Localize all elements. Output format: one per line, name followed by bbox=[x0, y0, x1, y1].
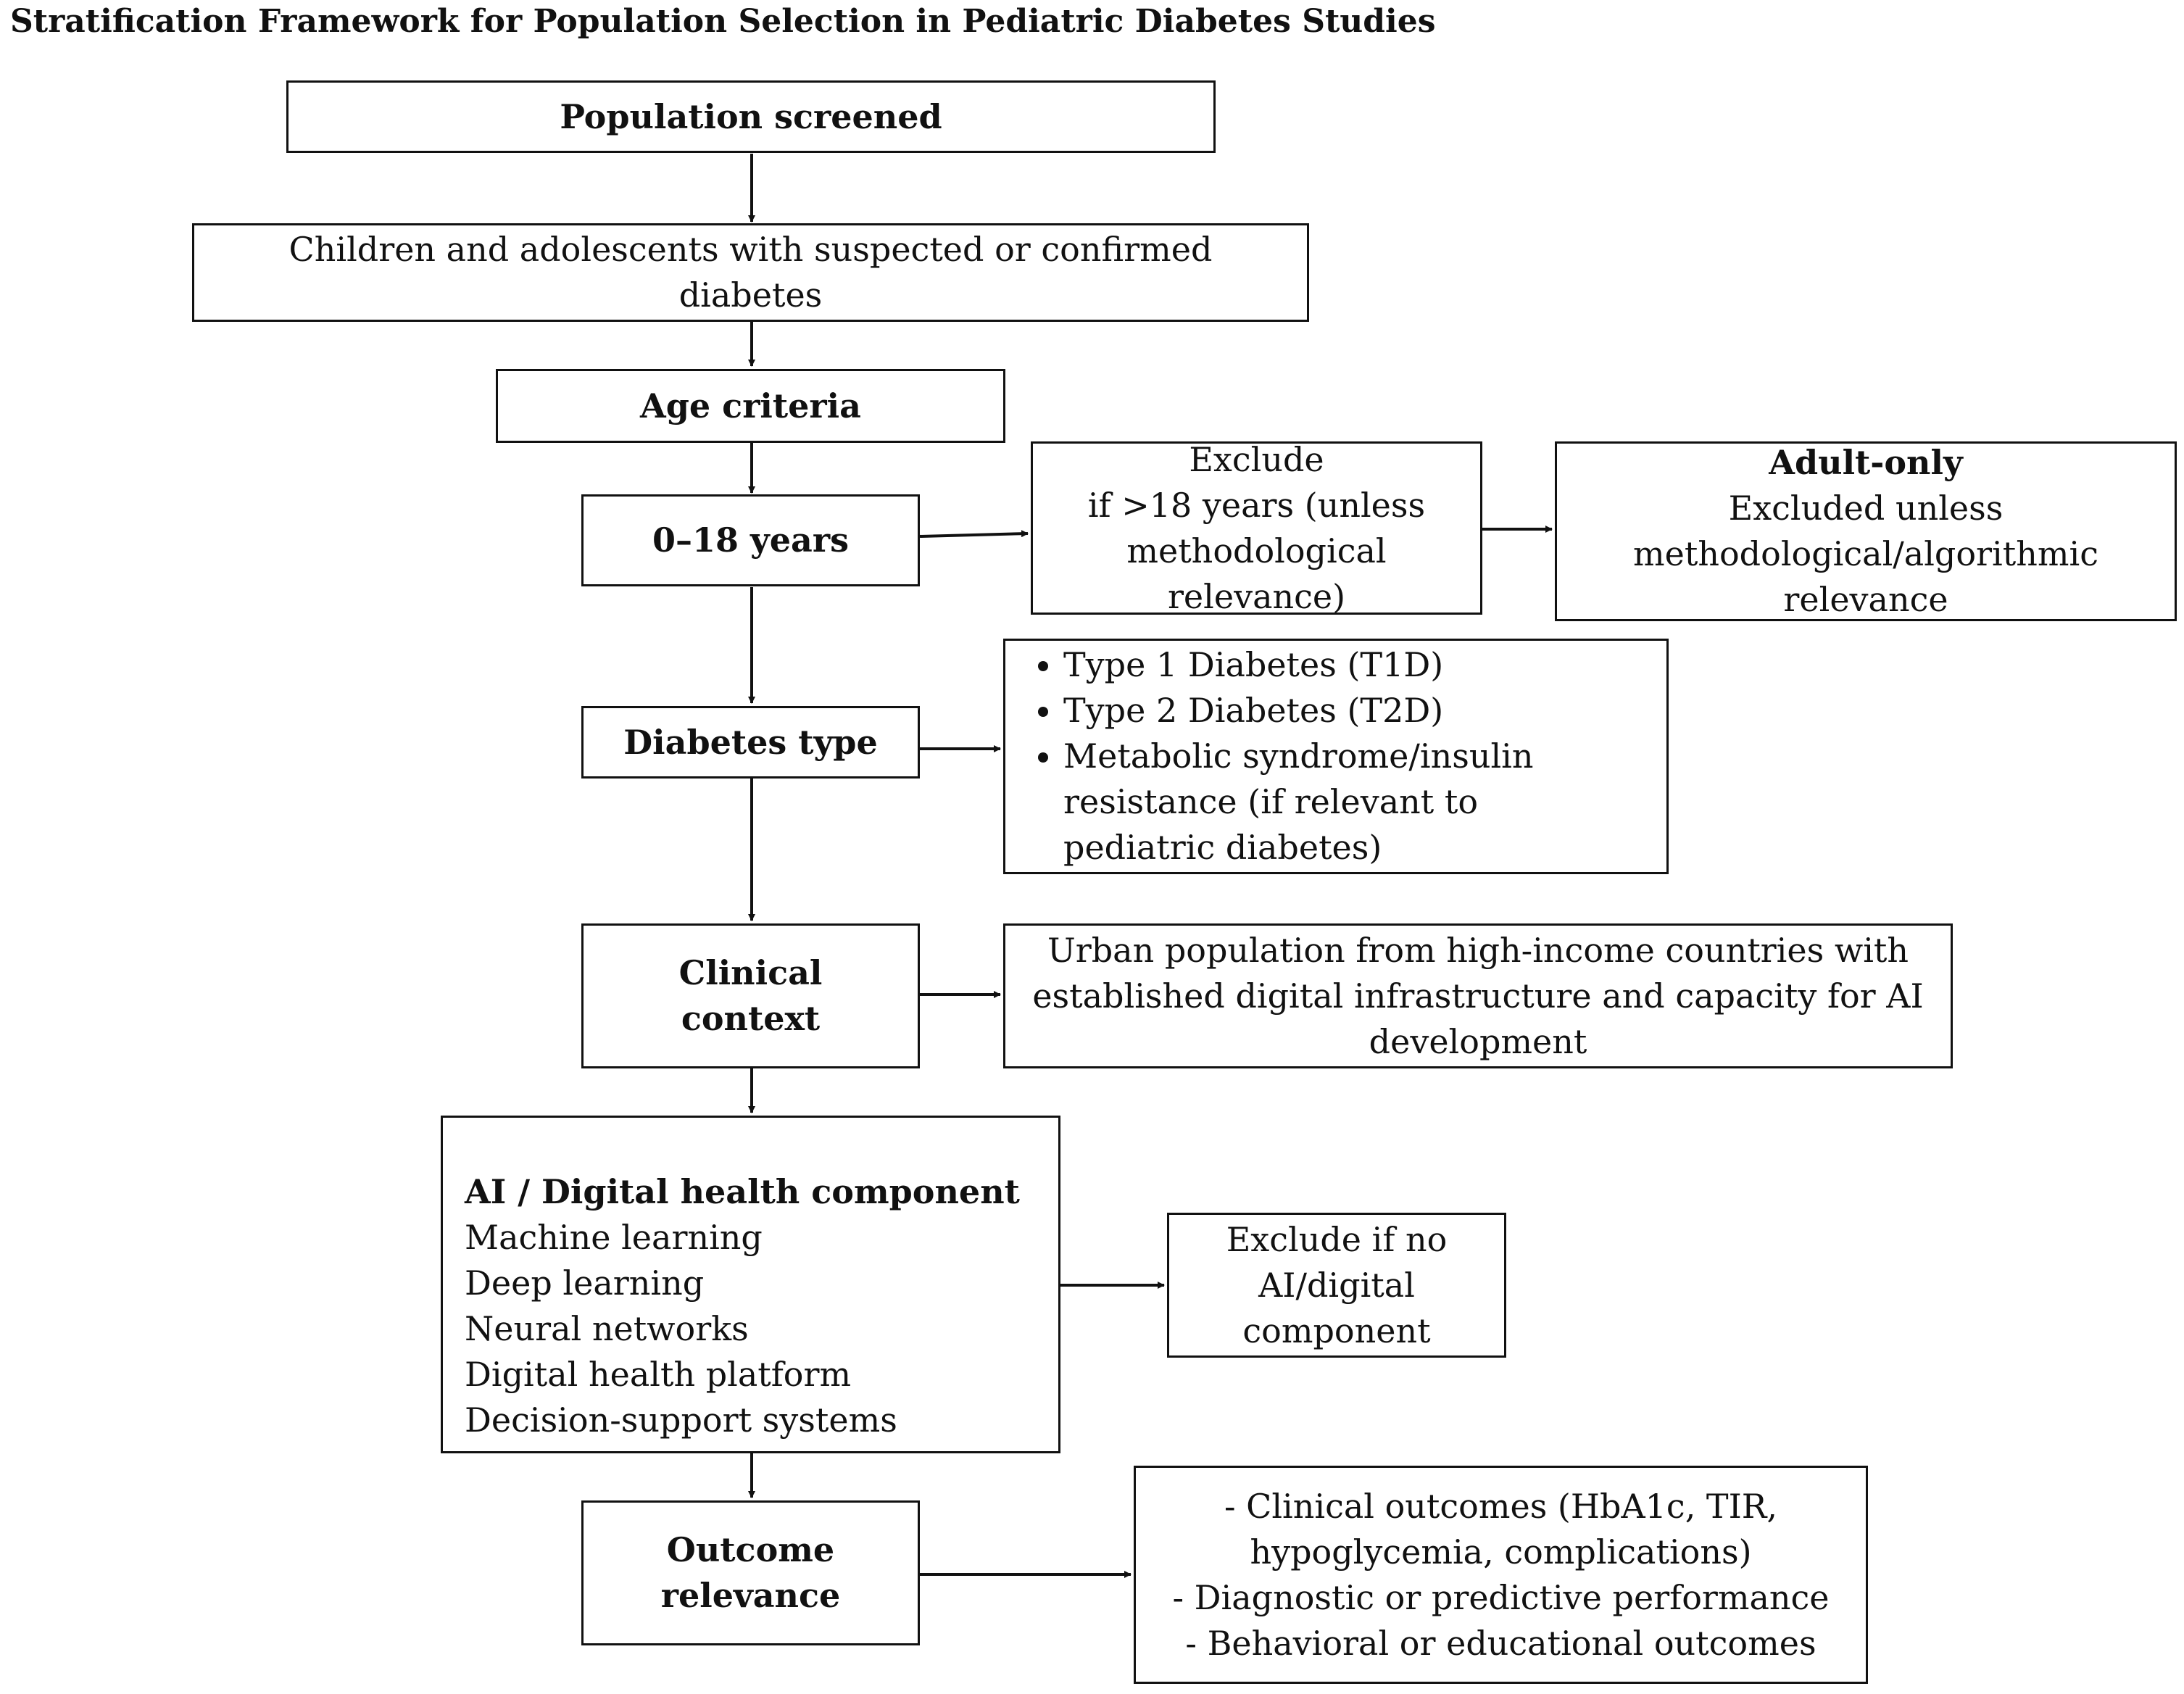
age-range-box: 0–18 years bbox=[581, 494, 920, 586]
diabetes-type-item: Metabolic syndrome/insulin resistance (i… bbox=[1063, 734, 1637, 871]
arrow-range-to-exclude bbox=[918, 530, 1029, 538]
adult-only-heading: Adult-only bbox=[1769, 443, 1963, 482]
outcome-relevance-label: Outcome relevance bbox=[660, 1530, 841, 1615]
clinical-detail-box: Urban population from high-income countr… bbox=[1003, 923, 1953, 1068]
ai-component-item: Deep learning bbox=[465, 1263, 705, 1303]
age-criteria-box: Age criteria bbox=[496, 369, 1005, 443]
outcome-item: - Diagnostic or predictive performance bbox=[1172, 1577, 1830, 1617]
age-range-label: 0–18 years bbox=[652, 520, 849, 560]
ai-component-box: AI / Digital health component Machine le… bbox=[441, 1116, 1060, 1453]
exclude-ai-label: Exclude if no AI/digital component bbox=[1226, 1219, 1448, 1350]
clinical-context-label: Clinical context bbox=[678, 953, 823, 1038]
outcome-relevance-box: Outcome relevance bbox=[581, 1500, 920, 1645]
ai-component-item: Machine learning bbox=[465, 1218, 763, 1257]
diabetes-types-list-box: Type 1 Diabetes (T1D) Type 2 Diabetes (T… bbox=[1003, 639, 1669, 874]
exclude-age-line1: Exclude bbox=[1189, 439, 1324, 479]
clinical-context-box: Clinical context bbox=[581, 923, 920, 1068]
diabetes-types-list: Type 1 Diabetes (T1D) Type 2 Diabetes (T… bbox=[1020, 642, 1637, 871]
exclude-age-line2: if >18 years (unless methodological rele… bbox=[1087, 485, 1426, 616]
population-screened-box: Population screened bbox=[286, 80, 1216, 153]
population-screened-label: Population screened bbox=[560, 96, 942, 136]
exclude-ai-box: Exclude if no AI/digital component bbox=[1167, 1213, 1506, 1358]
adult-only-body: Excluded unless methodological/algorithm… bbox=[1633, 489, 2098, 619]
age-criteria-label: Age criteria bbox=[640, 386, 861, 425]
outcome-item: - Clinical outcomes (HbA1c, TIR, hypogly… bbox=[1224, 1486, 1778, 1571]
diabetes-type-box: Diabetes type bbox=[581, 706, 920, 779]
outcomes-list-box: - Clinical outcomes (HbA1c, TIR, hypogly… bbox=[1134, 1466, 1868, 1684]
outcome-item: - Behavioral or educational outcomes bbox=[1185, 1623, 1816, 1663]
diabetes-type-label: Diabetes type bbox=[623, 722, 878, 762]
ai-component-item: Digital health platform bbox=[465, 1355, 852, 1394]
children-adolescents-box: Children and adolescents with suspected … bbox=[192, 223, 1309, 322]
ai-component-heading: AI / Digital health component bbox=[465, 1172, 1020, 1211]
clinical-detail-label: Urban population from high-income countr… bbox=[1032, 930, 1924, 1061]
exclude-age-box: Exclude if >18 years (unless methodologi… bbox=[1031, 440, 1482, 616]
children-adolescents-label: Children and adolescents with suspected … bbox=[288, 230, 1213, 315]
ai-component-item: Decision-support systems bbox=[465, 1400, 897, 1440]
diagram-title: Stratification Framework for Population … bbox=[10, 3, 1436, 40]
ai-component-item: Neural networks bbox=[465, 1309, 749, 1348]
adult-only-box: Adult-only Excluded unless methodologica… bbox=[1555, 441, 2177, 621]
diabetes-type-item: Type 1 Diabetes (T1D) bbox=[1063, 642, 1637, 688]
diabetes-type-item: Type 2 Diabetes (T2D) bbox=[1063, 688, 1637, 734]
